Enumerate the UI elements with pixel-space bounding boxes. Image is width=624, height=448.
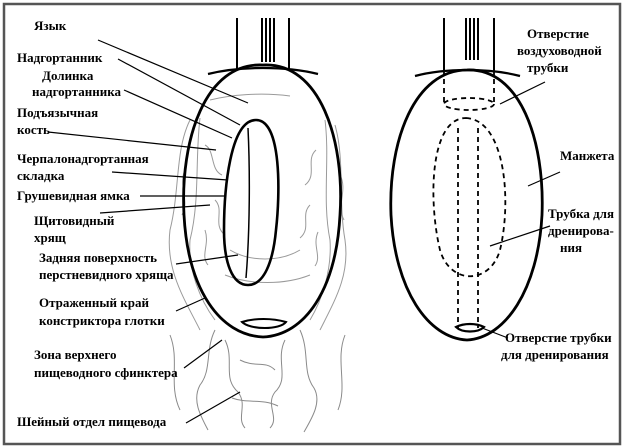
- label-piriform: Грушевидная ямка: [17, 188, 130, 203]
- labels-left: Язык Надгортанник Долинка надгортанника …: [17, 18, 178, 429]
- label-cuff: Манжета: [560, 148, 615, 163]
- label-esophagus: Шейный отдел пищевода: [17, 414, 167, 429]
- label-airway-1: Отверстие: [527, 26, 589, 41]
- label-sphincter-2: пищеводного сфинктера: [34, 365, 178, 380]
- label-drain-tube-3: ния: [560, 240, 582, 255]
- label-tongue: Язык: [34, 18, 67, 33]
- mask-outline[interactable]: [184, 65, 341, 337]
- epiglottis-ridge: [246, 128, 249, 278]
- label-drain-tube-2: дренирова-: [548, 223, 614, 238]
- label-hyoid-2: кость: [17, 122, 50, 137]
- label-vallecula-2: надгортанника: [32, 84, 122, 99]
- label-sphincter-1: Зона верхнего: [34, 347, 116, 362]
- label-thyroid-1: Щитовидный: [34, 213, 115, 228]
- label-cricoid-1: Задняя поверхность: [39, 250, 157, 265]
- device-tube: [444, 18, 494, 70]
- device-mask-top-edge: [415, 70, 520, 76]
- label-constrictor-2: констриктора глотки: [39, 313, 165, 328]
- drain-channel-outline[interactable]: [433, 118, 505, 276]
- label-epiglottis: Надгортанник: [17, 50, 103, 65]
- mask-bowl-edge: [208, 68, 318, 74]
- label-aryepiglottic-1: Черпалонадгортанная: [17, 151, 149, 166]
- label-drain-opening-2: для дренирования: [501, 347, 609, 362]
- label-thyroid-2: хрящ: [34, 230, 66, 245]
- drain-opening-anatomy: [242, 319, 286, 328]
- label-vallecula-1: Долинка: [42, 68, 94, 83]
- label-aryepiglottic-2: складка: [17, 168, 65, 183]
- label-drain-opening-1: Отверстие трубки: [505, 330, 612, 345]
- label-hyoid-1: Подъязычная: [17, 105, 98, 120]
- tube-shaft[interactable]: [237, 18, 289, 70]
- label-constrictor-1: Отраженный край: [39, 295, 150, 310]
- airway-opening[interactable]: [444, 70, 494, 110]
- label-airway-2: воздуховодной: [517, 43, 602, 58]
- label-drain-tube-1: Трубка для: [548, 206, 614, 221]
- label-cricoid-2: перстневидного хряща: [39, 267, 174, 282]
- anatomy-view: [169, 18, 346, 432]
- device-view: [391, 18, 542, 340]
- label-airway-3: трубки: [527, 60, 569, 75]
- laryngeal-inlet[interactable]: [224, 120, 278, 285]
- drain-opening[interactable]: [456, 324, 484, 332]
